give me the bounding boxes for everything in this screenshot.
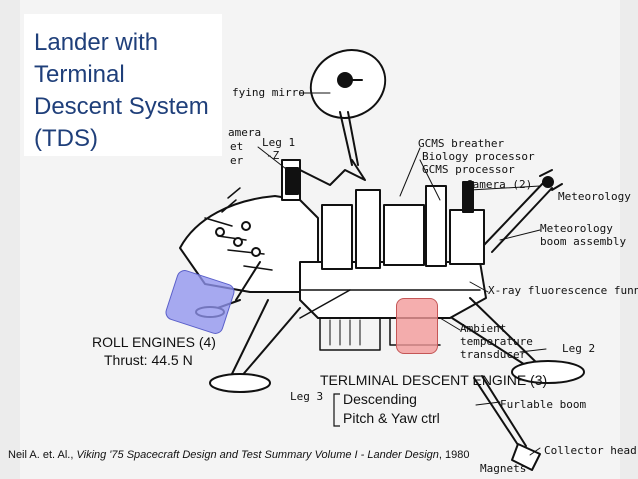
label-temperature: temperature [460,335,533,348]
label-leg-3: Leg 3 [290,390,324,403]
label-biology-processor: Biology processor [422,150,535,163]
terminal-engine-title: TERLMINAL DESCENT ENGINE (3) [320,372,548,388]
label-leg-1-sub: -Z [266,149,280,162]
citation: Neil A. et. Al., Viking '75 Spacecraft D… [8,449,470,461]
title-line-4: (TDS) [34,125,98,152]
label-magnets: Magnets [480,462,527,475]
label-boom-assembly: boom assembly [540,235,627,248]
citation-year: , 1980 [438,449,470,461]
leg-3 [209,299,301,393]
label-gcms-breather: GCMS breather [418,137,505,150]
label-leg-2: Leg 2 [562,342,596,355]
label-furlable-boom: Furlable boom [500,398,587,411]
label-fying-mirror: fying mirro [232,86,305,99]
label-gcms-processor: GCMS processor [422,163,515,176]
label-collector-head: Collector head [544,444,637,457]
label-leg-1: Leg 1 [262,136,296,149]
citation-authors: Neil A. et. Al., [8,449,77,461]
meteorology-boom [483,169,563,253]
label-er: er [230,154,244,167]
title-box [24,14,222,156]
title-line-2: Terminal [34,61,125,88]
label-camera: amera [228,126,262,139]
terminal-engine-item-pitch-yaw: Pitch & Yaw ctrl [343,410,440,426]
antenna-dish [309,49,387,166]
terminal-engine-highlight [396,298,438,354]
label-camera-2: Camera (2) [466,178,533,191]
label-et: et [230,140,244,153]
terminal-engine-item-descending: Descending [343,391,417,407]
right-margin-band [620,0,638,479]
roll-engines-thrust: Thrust: 44.5 N [104,352,193,368]
title-line-3: Descent System [34,93,209,120]
label-meteorology: Meteorology [540,222,613,235]
label-transducer: transducer [460,348,527,361]
leader-lines [257,92,547,456]
furlable-boom [473,375,541,471]
label-xray-funnel: X-ray fluorescence funnel [488,284,638,297]
terminal-engine-bracket [333,393,340,427]
citation-work: Viking '75 Spacecraft Design and Test Su… [76,449,439,461]
leg-2 [451,297,585,384]
roll-engines-title: ROLL ENGINES (4) [92,334,216,350]
label-meteorology-s: Meteorology s [558,190,638,203]
title-line-1: Lander with [34,29,159,56]
label-ambient: Ambient [460,322,507,335]
left-margin-band [0,0,20,479]
